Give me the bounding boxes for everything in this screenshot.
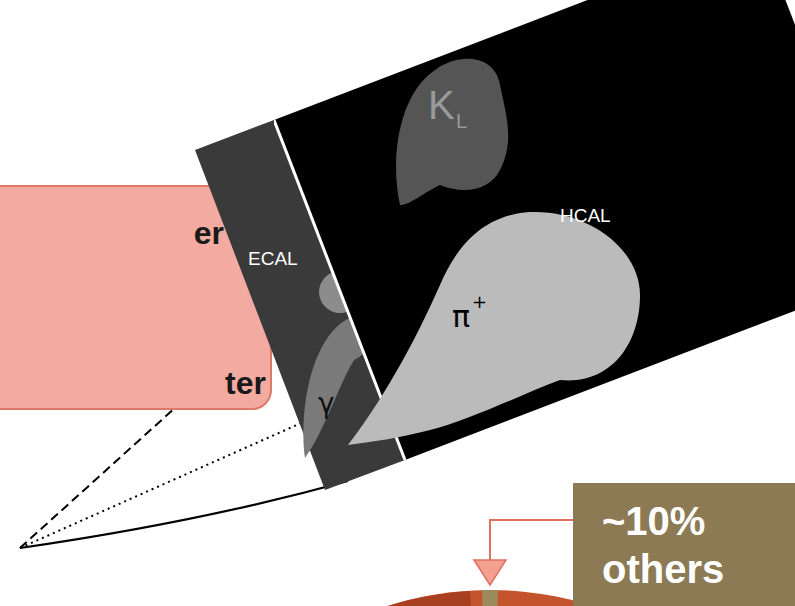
- node-label: π: [452, 300, 470, 335]
- neutral-hadron-shower: KL: [388, 50, 518, 210]
- node-label: ECAL: [248, 248, 298, 270]
- node-label: L: [456, 110, 467, 133]
- node-label: ~10% others: [602, 497, 782, 593]
- charged-hadron-shower: π+: [345, 205, 645, 450]
- charged-track: [20, 481, 348, 548]
- fraction-box: ~10% others: [573, 483, 795, 606]
- node-label: er: [194, 215, 224, 252]
- node-label: +: [472, 292, 487, 313]
- neutral-hadron-shower-outline: [388, 50, 518, 210]
- pie-segment-others: [482, 590, 498, 606]
- node-label: K: [428, 82, 455, 128]
- node-label: HCAL: [560, 205, 611, 227]
- photon-path: [20, 420, 308, 548]
- pie-segment: [150, 591, 490, 606]
- node-label: γ: [318, 388, 335, 420]
- leader-arrowhead: [474, 560, 506, 585]
- charged-hadron-shower-outline: [345, 205, 645, 450]
- node-label: ter: [225, 365, 266, 402]
- hcal-layer: HCALKLπ+: [274, 0, 795, 460]
- leader-line: [490, 520, 573, 560]
